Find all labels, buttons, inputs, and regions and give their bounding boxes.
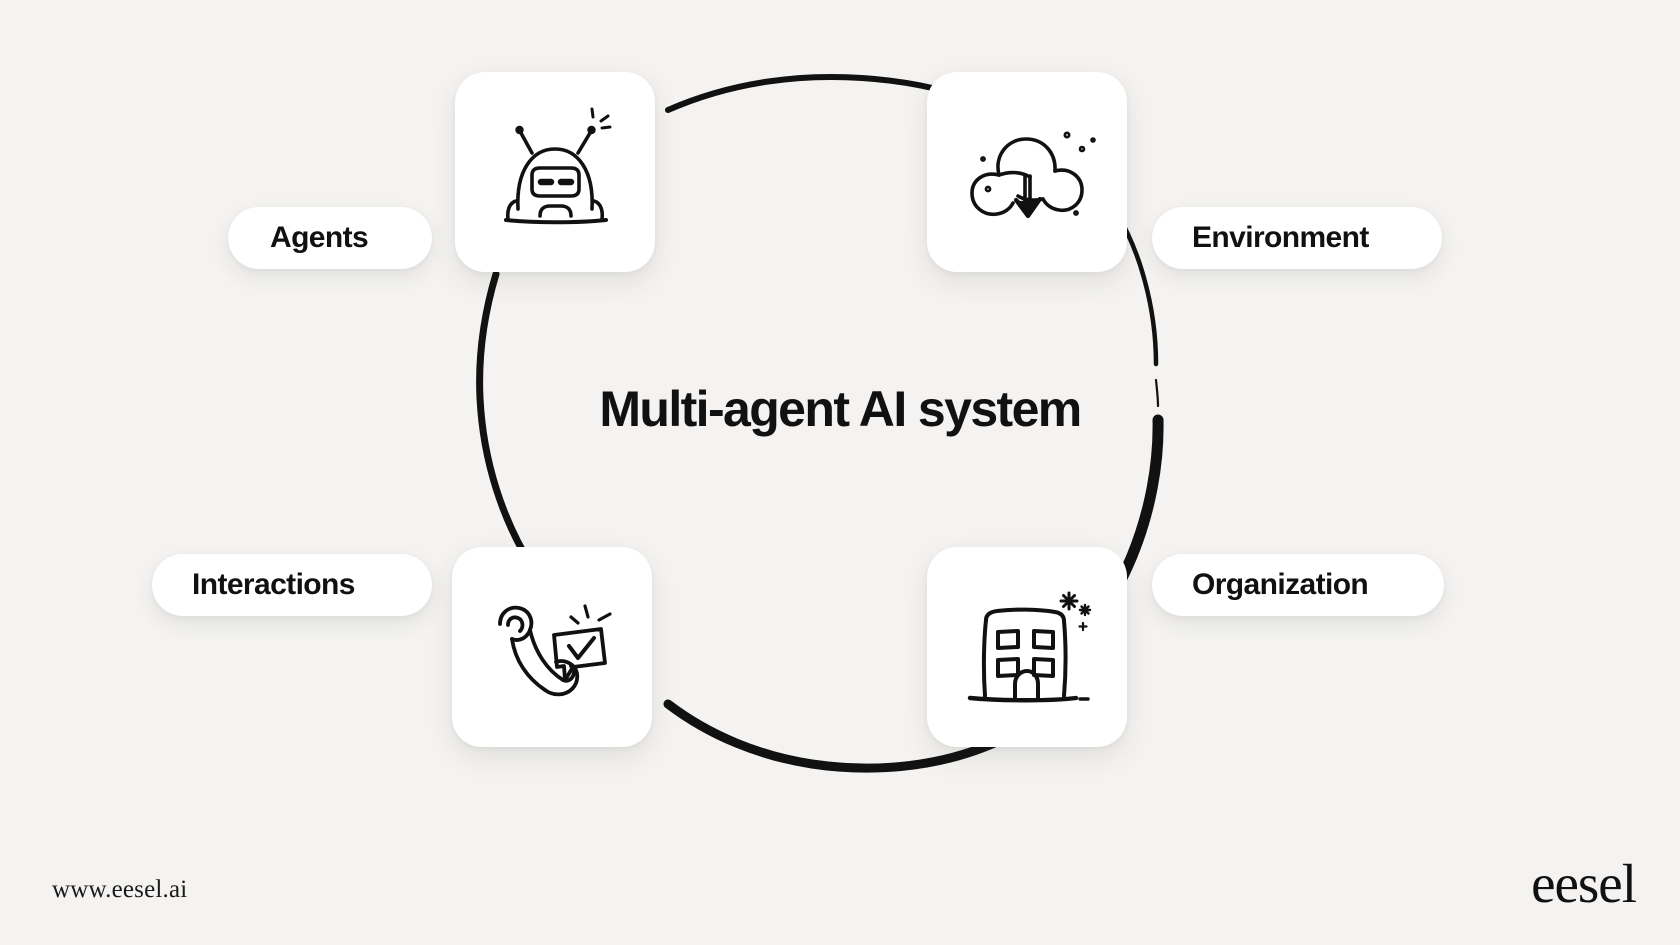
node-card-agents[interactable]: [455, 72, 655, 272]
building-sparkle-icon: [967, 591, 1092, 703]
robot-icon: [504, 107, 612, 225]
cloud-download-icon: [970, 131, 1096, 219]
brand-logo-eesel: eesel: [1531, 853, 1637, 914]
label-pill-interactions[interactable]: Interactions: [152, 554, 432, 616]
center-title: Multi-agent AI system: [599, 381, 1082, 437]
phone-message-icon: [498, 604, 612, 697]
label-text-organization: Organization: [1192, 568, 1369, 601]
node-card-environment[interactable]: [927, 72, 1127, 272]
node-card-interactions[interactable]: [452, 547, 652, 747]
label-text-environment: Environment: [1192, 221, 1369, 254]
footer-website-url: www.eesel.ai: [52, 876, 188, 903]
label-pill-organization[interactable]: Organization: [1152, 554, 1444, 616]
label-pill-environment[interactable]: Environment: [1152, 207, 1442, 269]
node-card-organization[interactable]: [927, 547, 1127, 747]
label-text-agents: Agents: [270, 221, 369, 254]
label-text-interactions: Interactions: [192, 568, 355, 601]
label-pill-agents[interactable]: Agents: [228, 207, 432, 269]
